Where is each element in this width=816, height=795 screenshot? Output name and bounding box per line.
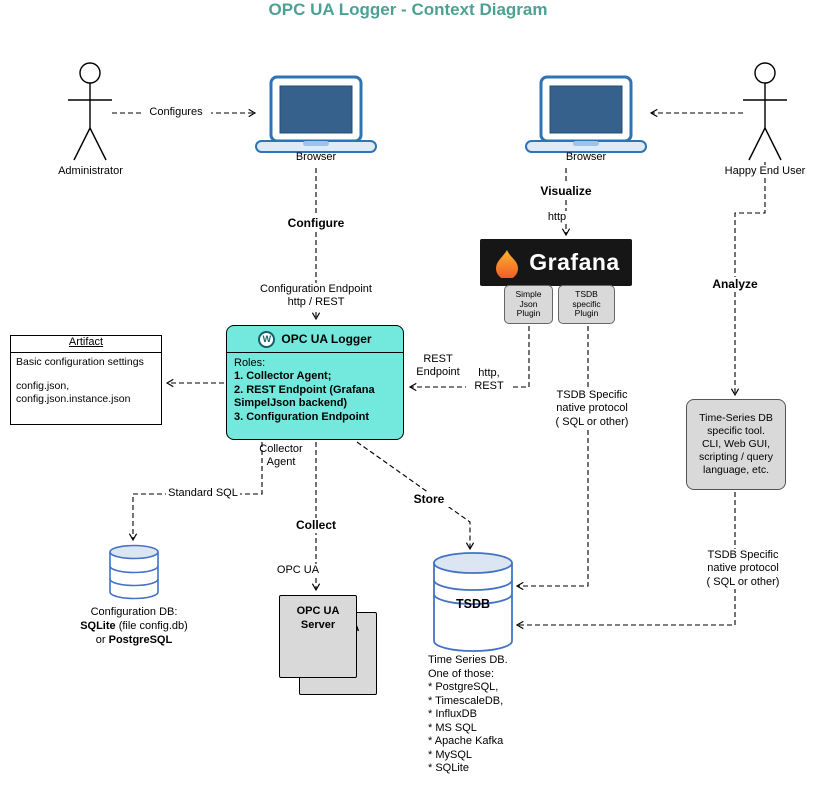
grafana-wordmark: Grafana [529, 249, 620, 275]
browser-left-label: Browser [295, 151, 337, 163]
edge-user-analyze-tool [730, 162, 766, 397]
edge-label-rest-endpoint: REST Endpoint [416, 353, 460, 379]
tsdb-tool-node[interactable]: Time-Series DB specific tool. CLI, Web G… [686, 399, 786, 490]
grafana-node[interactable]: Grafana [480, 239, 632, 286]
config-db-sqlite: SQLite [80, 619, 116, 632]
edge-label-configures: Configures [141, 106, 211, 120]
logger-role-2: 2. REST Endpoint (Grafana SimpelJson bac… [234, 383, 375, 410]
laptop-left-icon [255, 75, 377, 153]
edge-label-http-rest: http, REST [466, 367, 512, 394]
edge-label-configure: Configure [276, 216, 356, 231]
opc-ua-server-node-front[interactable]: OPC UA Server [279, 595, 357, 678]
config-db-file: (file config.db) [115, 619, 188, 632]
logger-title: OPC UA Logger [281, 332, 372, 346]
edge-label-store: Store [407, 492, 451, 507]
edge-label-tsdb-protocol-top: TSDB Specific native protocol ( SQL or o… [540, 389, 644, 430]
edge-label-configuration-endpoint: Configuration Endpoint http / REST [240, 283, 392, 310]
config-db-label: Configuration DB: SQLite (file config.db… [60, 606, 208, 647]
config-db-line1: Configuration DB: [90, 606, 178, 618]
edge-label-http: http [542, 211, 572, 225]
administrator-label: Administrator [58, 165, 123, 177]
tsdb-cylinder-icon [433, 552, 513, 652]
edge-logger-store-tsdb [356, 441, 475, 551]
config-db-postgresql: PostgreSQL [108, 633, 173, 646]
artifact-body: Basic configuration settings config.json… [11, 353, 161, 409]
config-db-cylinder-icon [109, 544, 159, 600]
edge-label-tsdb-protocol-right: TSDB Specific native protocol ( SQL or o… [690, 549, 796, 590]
grafana-plugin-tsdb-specific[interactable]: TSDB specific Plugin [558, 285, 615, 324]
artifact-node[interactable]: Artifact Basic configuration settings co… [10, 335, 162, 425]
config-db-line3: or PostgreSQL [60, 634, 208, 648]
artifact-line-settings: Basic configuration settings [16, 356, 144, 368]
artifact-line-config-json: config.json, [16, 380, 70, 393]
edge-plugin-rest-logger [408, 326, 530, 392]
edge-label-analyze: Analyze [701, 277, 769, 292]
edge-plugin-tsdb-db [515, 326, 589, 591]
tsdb-cylinder-label: TSDB [455, 597, 491, 611]
config-db-or: or [95, 633, 109, 646]
artifact-title: Artifact [68, 336, 104, 348]
grafana-flame-icon [496, 249, 519, 278]
edge-label-collect: Collect [286, 518, 346, 533]
happy-end-user-figure [743, 62, 787, 161]
happy-end-user-label: Happy End User [717, 165, 813, 179]
opc-ua-logger-node[interactable]: W OPC UA Logger Roles: 1. Collector Agen… [226, 325, 404, 440]
laptop-right-icon [525, 75, 647, 153]
administrator-figure [68, 62, 112, 161]
grafana-plugin-simple-json[interactable]: Simple Json Plugin [504, 285, 553, 324]
edge-tool-protocol-tsdb [515, 492, 736, 630]
page-title: OPC UA Logger - Context Diagram [268, 0, 548, 19]
edge-label-opc-ua: OPC UA [275, 564, 321, 578]
browser-right-label: Browser [565, 151, 607, 163]
edge-label-standard-sql: Standard SQL [166, 487, 240, 501]
edge-label-visualize: Visualize [531, 184, 601, 199]
tsdb-description: Time Series DB. One of those: * PostgreS… [428, 654, 508, 775]
logger-role-1: 1. Collector Agent; [234, 370, 332, 383]
artifact-line-config-instance: config.json.instance.json [16, 393, 131, 406]
logger-role-3: 3. Configuration Endpoint [234, 410, 370, 423]
config-db-line2: SQLite (file config.db) [60, 620, 208, 634]
logger-logo-icon: W [258, 330, 276, 348]
edge-label-collector-agent: Collector Agent [259, 443, 303, 469]
logger-body: Roles: 1. Collector Agent; 2. REST Endpo… [227, 353, 403, 428]
artifact-header: Artifact [11, 336, 161, 353]
logger-header: W OPC UA Logger [227, 326, 403, 353]
logger-roles-heading: Roles: [234, 357, 266, 369]
